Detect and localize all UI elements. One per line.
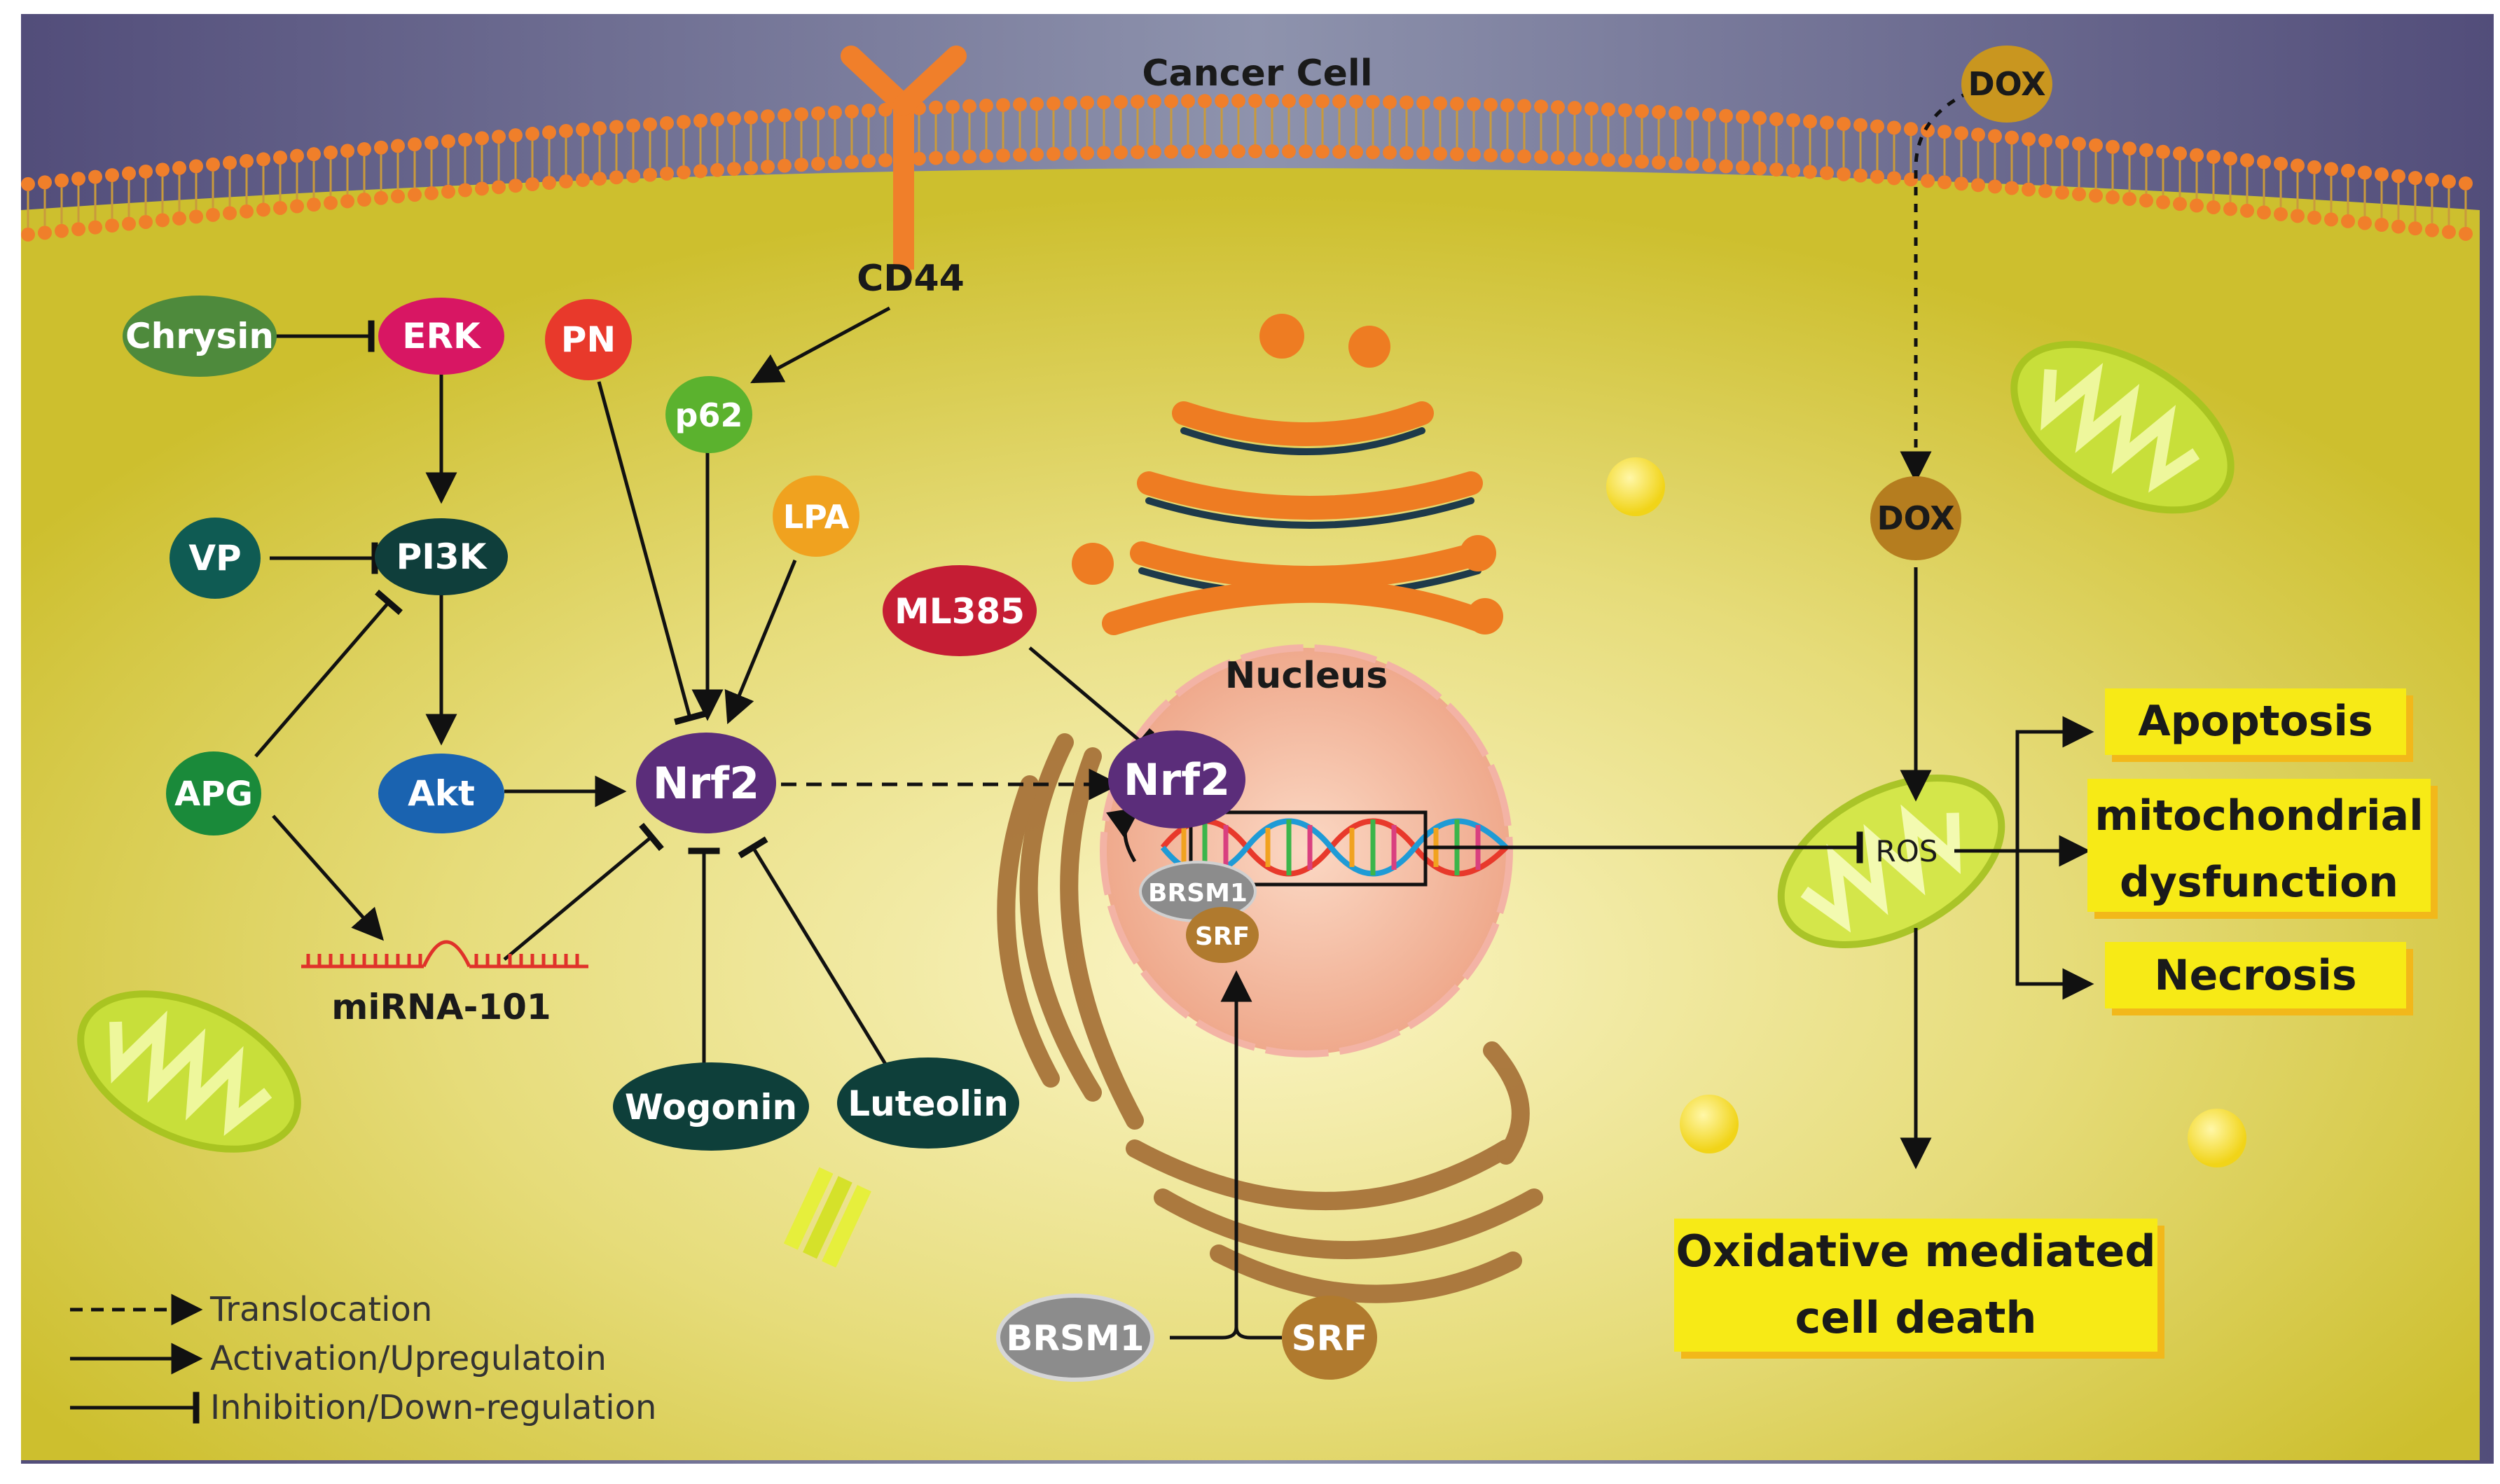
mitochondrial-dysfunction-box: mitochondrial dysfunction [2087, 779, 2438, 919]
receptor-label: CD44 [857, 258, 965, 300]
vesicle [1680, 1095, 1739, 1153]
svg-text:dysfunction: dysfunction [2120, 858, 2398, 907]
vesicle [1606, 457, 1665, 516]
svg-text:PN: PN [561, 319, 616, 360]
svg-text:Nrf2: Nrf2 [653, 758, 760, 809]
apg-node: APG [166, 751, 261, 835]
svg-text:VP: VP [188, 538, 241, 578]
srf-nucleus-node: SRF [1186, 907, 1259, 963]
svg-text:Wogonin: Wogonin [625, 1087, 797, 1128]
svg-text:Oxidative mediated: Oxidative mediated [1676, 1226, 2155, 1277]
svg-text:Luteolin: Luteolin [848, 1083, 1009, 1124]
wogonin-node: Wogonin [613, 1062, 809, 1151]
legend: Translocation Activation/Upregulatoin In… [70, 1290, 656, 1427]
erk-node: ERK [378, 298, 504, 375]
svg-text:DOX: DOX [1877, 499, 1954, 537]
golgi-apparatus [1072, 314, 1503, 635]
mitochondrion-right [2010, 340, 2235, 514]
microtubule-icon [783, 1167, 871, 1268]
svg-text:Apoptosis: Apoptosis [2138, 697, 2373, 746]
svg-text:Akt: Akt [408, 773, 475, 814]
svg-text:BRSM1: BRSM1 [1148, 879, 1248, 908]
pn-node: PN [545, 299, 632, 380]
svg-text:Nrf2: Nrf2 [1124, 754, 1231, 805]
ros-label: ROS [1876, 834, 1938, 868]
nrf2-cytoplasm-node: Nrf2 [636, 733, 776, 833]
vp-node: VP [170, 518, 261, 599]
vesicle [2188, 1109, 2246, 1167]
mirna-label: miRNA-101 [331, 987, 551, 1027]
necrosis-box: Necrosis [2105, 942, 2413, 1015]
pi3k-node: PI3K [375, 518, 508, 595]
svg-text:APG: APG [174, 775, 253, 814]
svg-text:SRF: SRF [1195, 922, 1250, 951]
mitochondrion-ros [1777, 774, 2005, 949]
p62-node: p62 [665, 376, 752, 453]
cell-title: Cancer Cell [1142, 53, 1372, 95]
brsm1-bottom-node: BRSM1 [996, 1294, 1154, 1382]
svg-text:Chrysin: Chrysin [125, 316, 274, 356]
svg-text:ERK: ERK [402, 316, 482, 356]
svg-text:mitochondrial: mitochondrial [2094, 791, 2423, 840]
svg-text:PI3K: PI3K [396, 536, 488, 577]
svg-text:p62: p62 [675, 396, 743, 434]
svg-text:DOX: DOX [1968, 65, 2045, 103]
svg-text:BRSM1: BRSM1 [1006, 1318, 1144, 1359]
srf-bottom-node: SRF [1282, 1296, 1377, 1380]
chrysin-node: Chrysin [123, 296, 277, 377]
dox-top-node: DOX [1961, 46, 2052, 123]
svg-text:cell death: cell death [1795, 1292, 2037, 1343]
cell-membrane [21, 94, 2473, 242]
mitochondrion-left [77, 990, 301, 1153]
nrf2-nucleus-node: Nrf2 [1108, 730, 1245, 828]
apoptosis-box: Apoptosis [2105, 688, 2413, 762]
mirna-hairpin-icon [301, 940, 588, 969]
endoplasmic-reticulum [997, 733, 1543, 1303]
cd44-receptor-icon [841, 46, 967, 270]
lpa-node: LPA [773, 476, 859, 557]
brsm1-nucleus-node: BRSM1 [1139, 861, 1257, 922]
akt-node: Akt [378, 754, 504, 833]
svg-text:Necrosis: Necrosis [2154, 951, 2356, 1000]
legend-activation: Activation/Upregulatoin [210, 1339, 607, 1378]
svg-text:SRF: SRF [1292, 1318, 1368, 1359]
ml385-node: ML385 [883, 565, 1037, 656]
svg-text:ML385: ML385 [895, 591, 1025, 632]
cell-death-box: Oxidative mediated cell death [1674, 1219, 2164, 1359]
legend-inhibition: Inhibition/Down-regulation [210, 1388, 656, 1427]
legend-translocation: Translocation [209, 1290, 432, 1329]
luteolin-node: Luteolin [837, 1057, 1019, 1149]
svg-text:LPA: LPA [783, 498, 850, 536]
nucleus-label: Nucleus [1225, 655, 1388, 697]
dox-mid-node: DOX [1870, 476, 1961, 560]
